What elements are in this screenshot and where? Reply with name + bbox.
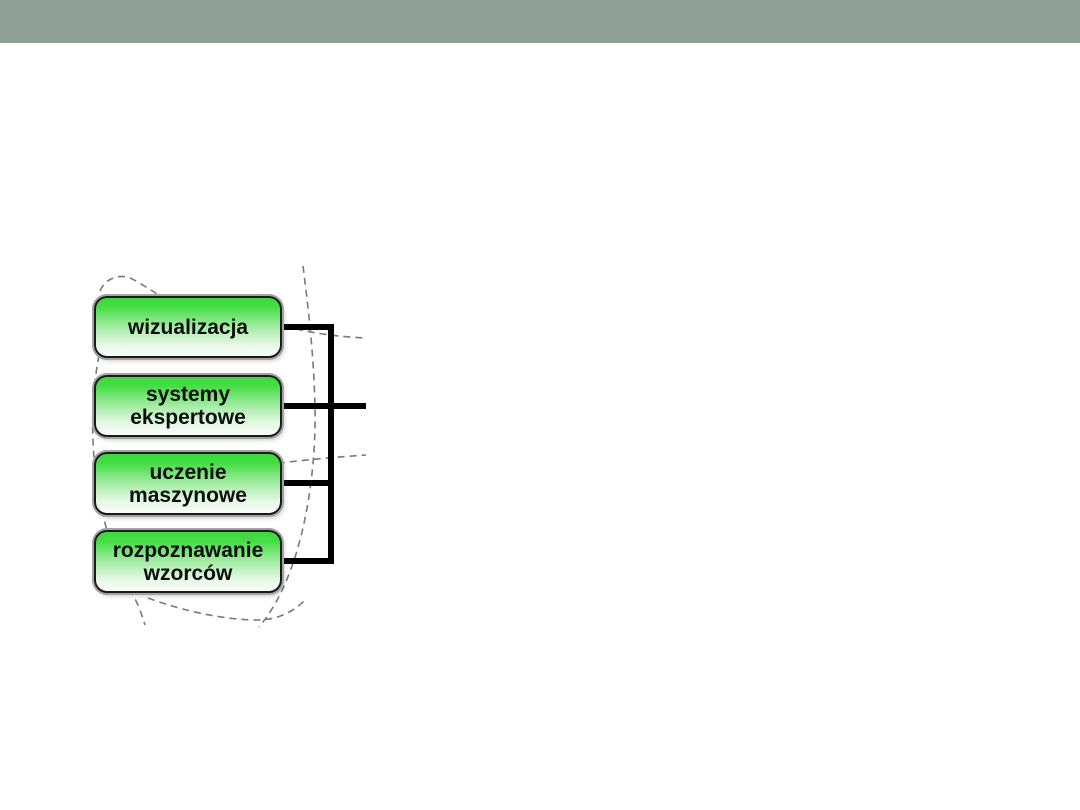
slide-top-bar [0, 0, 1080, 43]
node-uczenie-maszynowe: uczenie maszynowe [94, 452, 282, 515]
node-label: wizualizacja [127, 315, 249, 339]
connectors [281, 324, 366, 564]
guide-arc-right-tall [258, 265, 316, 628]
guide-arc-bottom-sweep [147, 597, 305, 621]
dashed-guides [91, 265, 367, 628]
guide-arc-left-side [91, 354, 146, 626]
node-systemy-ekspertowe: systemy ekspertowe [94, 375, 282, 437]
node-label: rozpoznawanie wzorców [112, 538, 264, 585]
guide-arc-top-hump [99, 275, 163, 299]
node-wizualizacja: wizualizacja [94, 296, 282, 358]
guide-arc-lower-right [265, 454, 367, 466]
node-label: uczenie maszynowe [129, 460, 247, 507]
node-label: systemy ekspertowe [130, 383, 246, 429]
guide-arc-upper-right [295, 328, 367, 339]
node-rozpoznawanie-wzorcow: rozpoznawanie wzorców [94, 530, 282, 593]
